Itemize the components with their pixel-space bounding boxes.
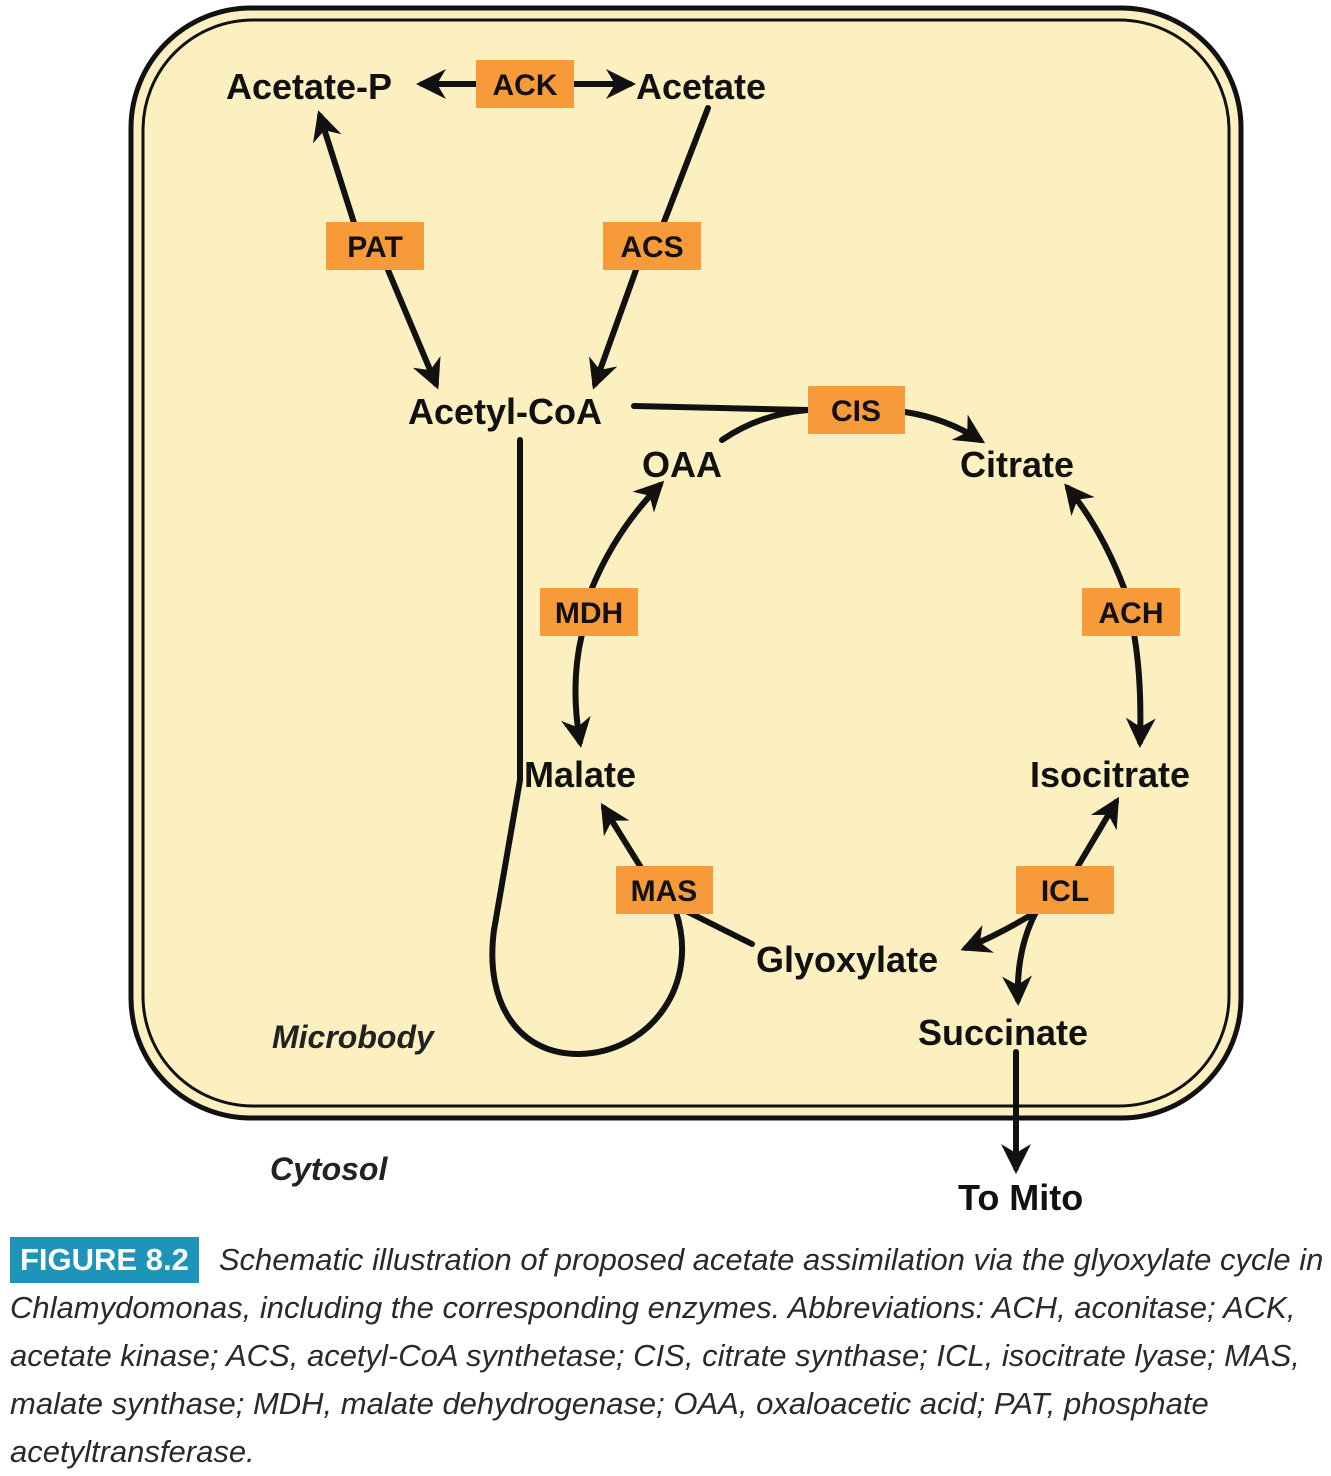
arrow-ach-to-citrate xyxy=(1064,483,1127,591)
arrow-cis-to-citrate xyxy=(902,409,986,444)
arrow-pat-to-acetyl-coa xyxy=(385,267,441,390)
line-glyoxylate-to-mas xyxy=(685,909,755,947)
arrow-ach-to-isocitrate xyxy=(1125,631,1156,748)
arrow-pat-to-acetate-p xyxy=(312,110,358,229)
enzyme-mdh: MDH xyxy=(540,588,638,636)
arrow-icl-to-glyoxylate xyxy=(960,909,1039,953)
enzyme-cis: CIS xyxy=(808,386,905,434)
arrow-icl-to-succinate xyxy=(1002,909,1039,1006)
arrow-icl-to-isocitrate xyxy=(1075,796,1120,869)
metabolite-to-mito: To Mito xyxy=(958,1177,1083,1218)
enzyme-icl-label: ICL xyxy=(1041,875,1089,908)
enzyme-pat: PAT xyxy=(326,222,424,270)
enzyme-ack-label: ACK xyxy=(493,69,558,102)
enzyme-mas: MAS xyxy=(616,866,713,914)
metabolite-acetyl-coa: Acetyl-CoA xyxy=(408,391,602,432)
enzyme-ack: ACK xyxy=(476,60,574,108)
glyoxylate-cycle-diagram: ACK PAT ACS CIS MDH ACH MAS ICL Acetate-… xyxy=(128,5,1244,1218)
enzyme-ach-label: ACH xyxy=(1099,597,1164,630)
metabolite-acetate-p: Acetate-P xyxy=(226,66,392,107)
metabolite-isocitrate: Isocitrate xyxy=(1030,754,1190,795)
enzyme-cis-label: CIS xyxy=(831,395,881,428)
figure-caption-text: Schematic illustration of proposed aceta… xyxy=(10,1242,1324,1469)
line-acetyl-coa-to-mas xyxy=(489,437,686,1058)
enzyme-mdh-label: MDH xyxy=(555,597,623,630)
region-cytosol-label: Cytosol xyxy=(270,1151,388,1187)
microbody-outer-membrane xyxy=(128,5,1244,1121)
enzyme-acs: ACS xyxy=(603,222,701,270)
metabolite-succinate: Succinate xyxy=(918,1012,1088,1053)
enzyme-ach: ACH xyxy=(1082,588,1180,636)
metabolite-acetate: Acetate xyxy=(636,66,766,107)
figure-label: FIGURE 8.2 xyxy=(10,1237,199,1283)
line-acetate-to-acs xyxy=(661,105,711,225)
line-acetyl-coa-to-cis xyxy=(631,403,811,413)
enzyme-acs-label: ACS xyxy=(620,231,683,264)
arrow-mdh-to-oaa xyxy=(589,480,665,591)
line-oaa-to-cis xyxy=(719,407,811,443)
enzyme-pat-label: PAT xyxy=(347,231,403,264)
arrow-mdh-to-malate xyxy=(561,631,591,748)
enzyme-icl: ICL xyxy=(1016,866,1114,914)
arrow-mas-to-malate xyxy=(600,802,643,869)
metabolite-malate: Malate xyxy=(524,754,636,795)
metabolite-citrate: Citrate xyxy=(960,444,1074,485)
arrow-acs-to-acetyl-coa xyxy=(589,267,639,390)
region-microbody-label: Microbody xyxy=(272,1019,436,1055)
metabolite-oaa: OAA xyxy=(642,444,722,485)
microbody-inner-membrane xyxy=(141,18,1231,1108)
enzyme-mas-label: MAS xyxy=(631,875,698,908)
metabolite-glyoxylate: Glyoxylate xyxy=(756,939,938,980)
